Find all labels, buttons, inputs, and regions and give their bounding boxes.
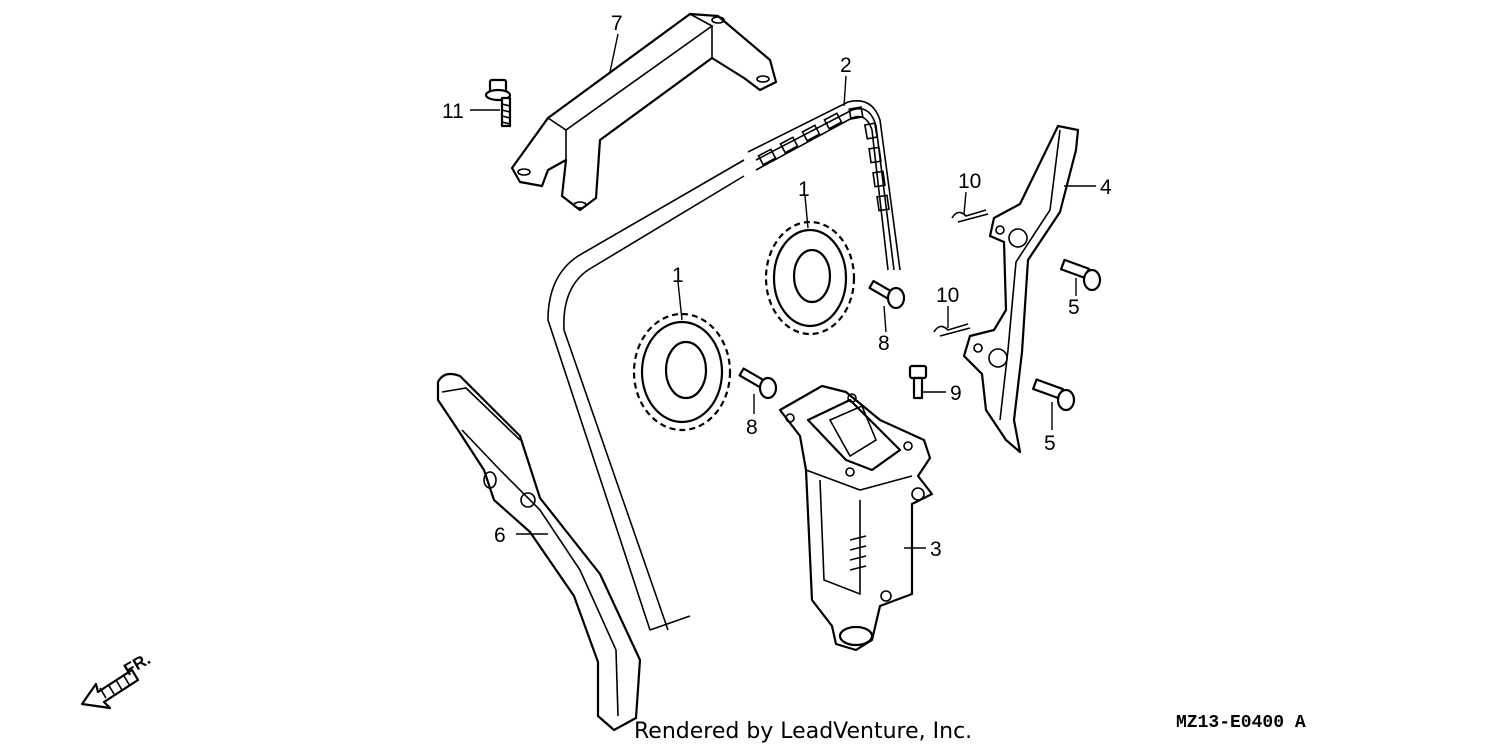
callout-7: 7 xyxy=(611,12,623,35)
clip-lower-part-10[interactable] xyxy=(933,323,971,337)
front-arrow-icon xyxy=(80,668,140,710)
chain-tensioner-part-3[interactable] xyxy=(778,384,934,652)
callout-8-lower: 8 xyxy=(746,416,758,439)
bolt-part-11[interactable] xyxy=(484,78,512,128)
callout-8-upper: 8 xyxy=(878,332,890,355)
pivot-bolt-upper-part-5[interactable] xyxy=(1059,258,1102,292)
bolt-lower-part-8[interactable] xyxy=(738,367,778,400)
callout-10-upper: 10 xyxy=(958,170,981,193)
chain-links xyxy=(757,106,890,212)
callout-labels: 7 11 2 1 1 8 8 9 10 10 4 5 5 3 6 xyxy=(442,12,1112,561)
callout-5-upper: 5 xyxy=(1068,296,1080,319)
pivot-bolt-lower-part-5[interactable] xyxy=(1032,378,1076,412)
callout-5-lower: 5 xyxy=(1044,432,1056,455)
cam-sprocket-lower-part-1[interactable] xyxy=(632,312,732,432)
callout-1-upper: 1 xyxy=(798,178,810,201)
cam-sprocket-upper-part-1[interactable] xyxy=(764,220,856,336)
callout-1-lower: 1 xyxy=(672,264,684,287)
chain-guide-part-6[interactable] xyxy=(436,372,642,732)
callout-9: 9 xyxy=(950,382,962,405)
clip-upper-part-10[interactable] xyxy=(951,209,989,223)
tensioner-slipper-part-4[interactable] xyxy=(962,124,1080,454)
callout-11: 11 xyxy=(442,100,464,123)
diagram-code: MZ13-E0400 A xyxy=(1176,713,1306,733)
callout-4: 4 xyxy=(1100,176,1112,199)
bolt-part-9[interactable] xyxy=(908,364,928,400)
callout-2: 2 xyxy=(840,54,852,77)
bolt-upper-part-8[interactable] xyxy=(868,279,906,310)
chain-guide-bracket-part-7[interactable] xyxy=(510,12,778,212)
leader-lines xyxy=(470,33,1096,549)
callout-3: 3 xyxy=(930,538,942,561)
watermark-text: Rendered by LeadVenture, Inc. xyxy=(634,719,972,744)
callout-10-lower: 10 xyxy=(936,284,959,307)
callout-6: 6 xyxy=(494,524,506,547)
cam-chain-part-2[interactable] xyxy=(547,100,901,631)
front-direction-indicator: FR. xyxy=(80,649,154,710)
